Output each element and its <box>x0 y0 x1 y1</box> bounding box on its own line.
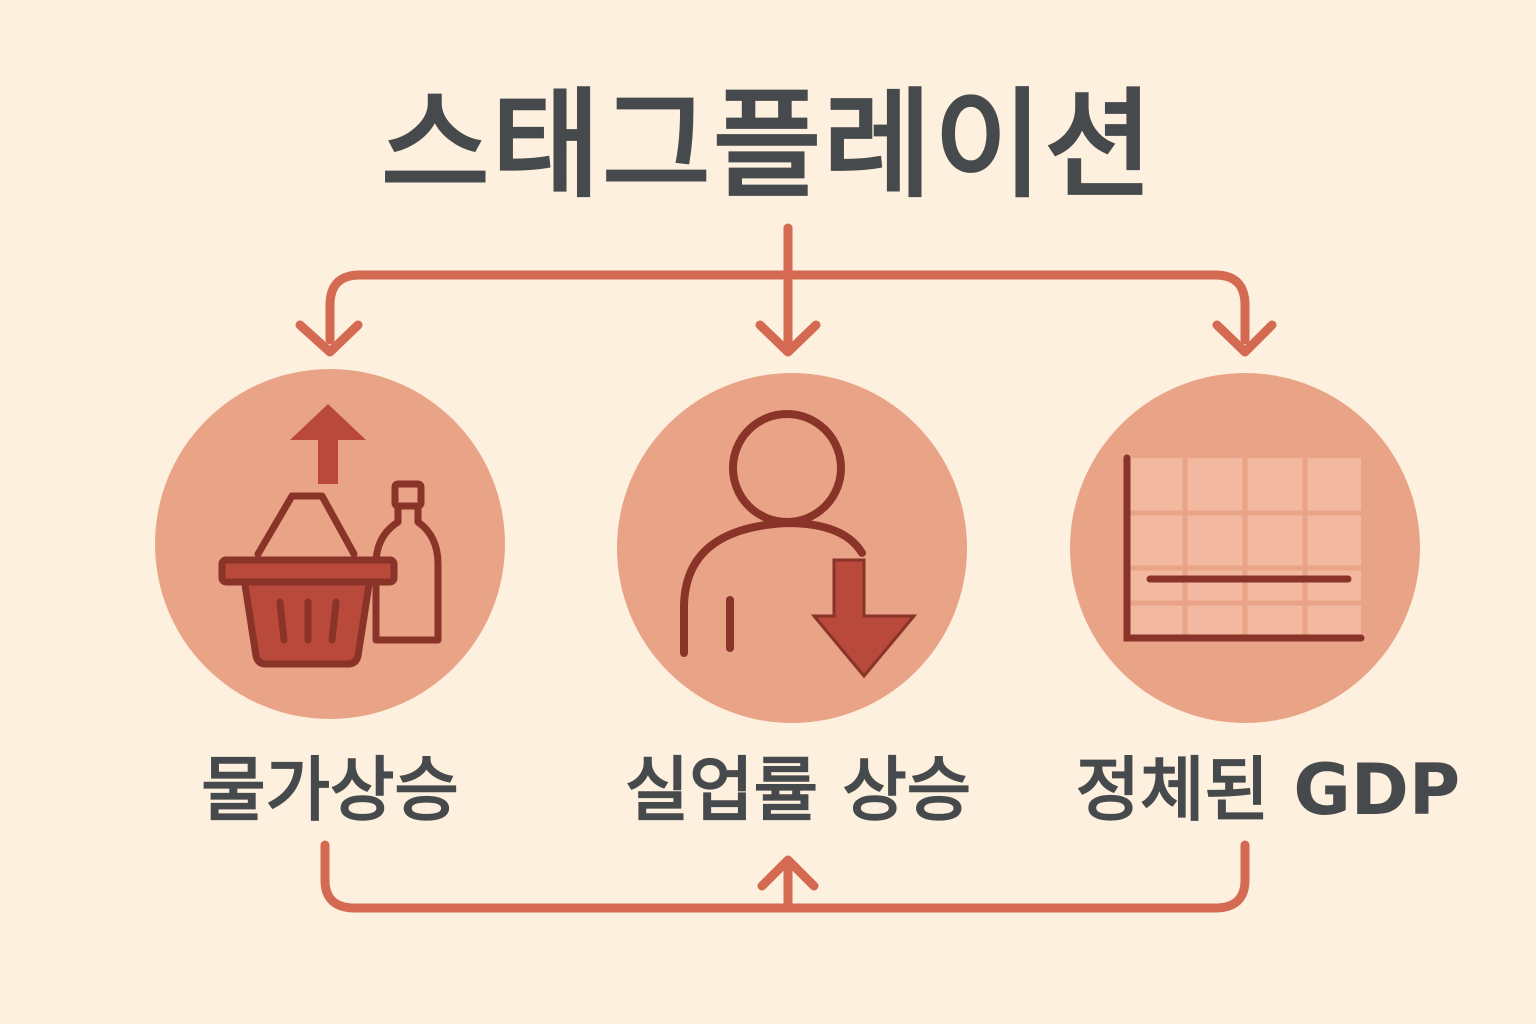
person-unemployment-down-icon <box>617 373 967 723</box>
label-price-rise: 물가상승 <box>201 749 459 831</box>
shopping-basket-price-up-icon <box>155 369 505 719</box>
flat-gdp-chart-icon <box>1070 373 1420 723</box>
label-stagnant-gdp: 정체된 GDP <box>1075 749 1461 831</box>
unemployment-circle <box>612 368 972 728</box>
price-rise-circle <box>150 364 510 724</box>
label-unemployment-rise: 실업률 상승 <box>624 749 972 831</box>
arrow-down-left <box>295 320 363 357</box>
top-branch-line <box>325 270 1250 345</box>
arrow-down-right <box>1212 320 1277 357</box>
arrow-down-center <box>755 320 821 357</box>
arrow-up-center <box>757 855 819 891</box>
page-title: 스태그플레이션 <box>381 76 1155 214</box>
flat-gdp-circle <box>1065 368 1425 728</box>
